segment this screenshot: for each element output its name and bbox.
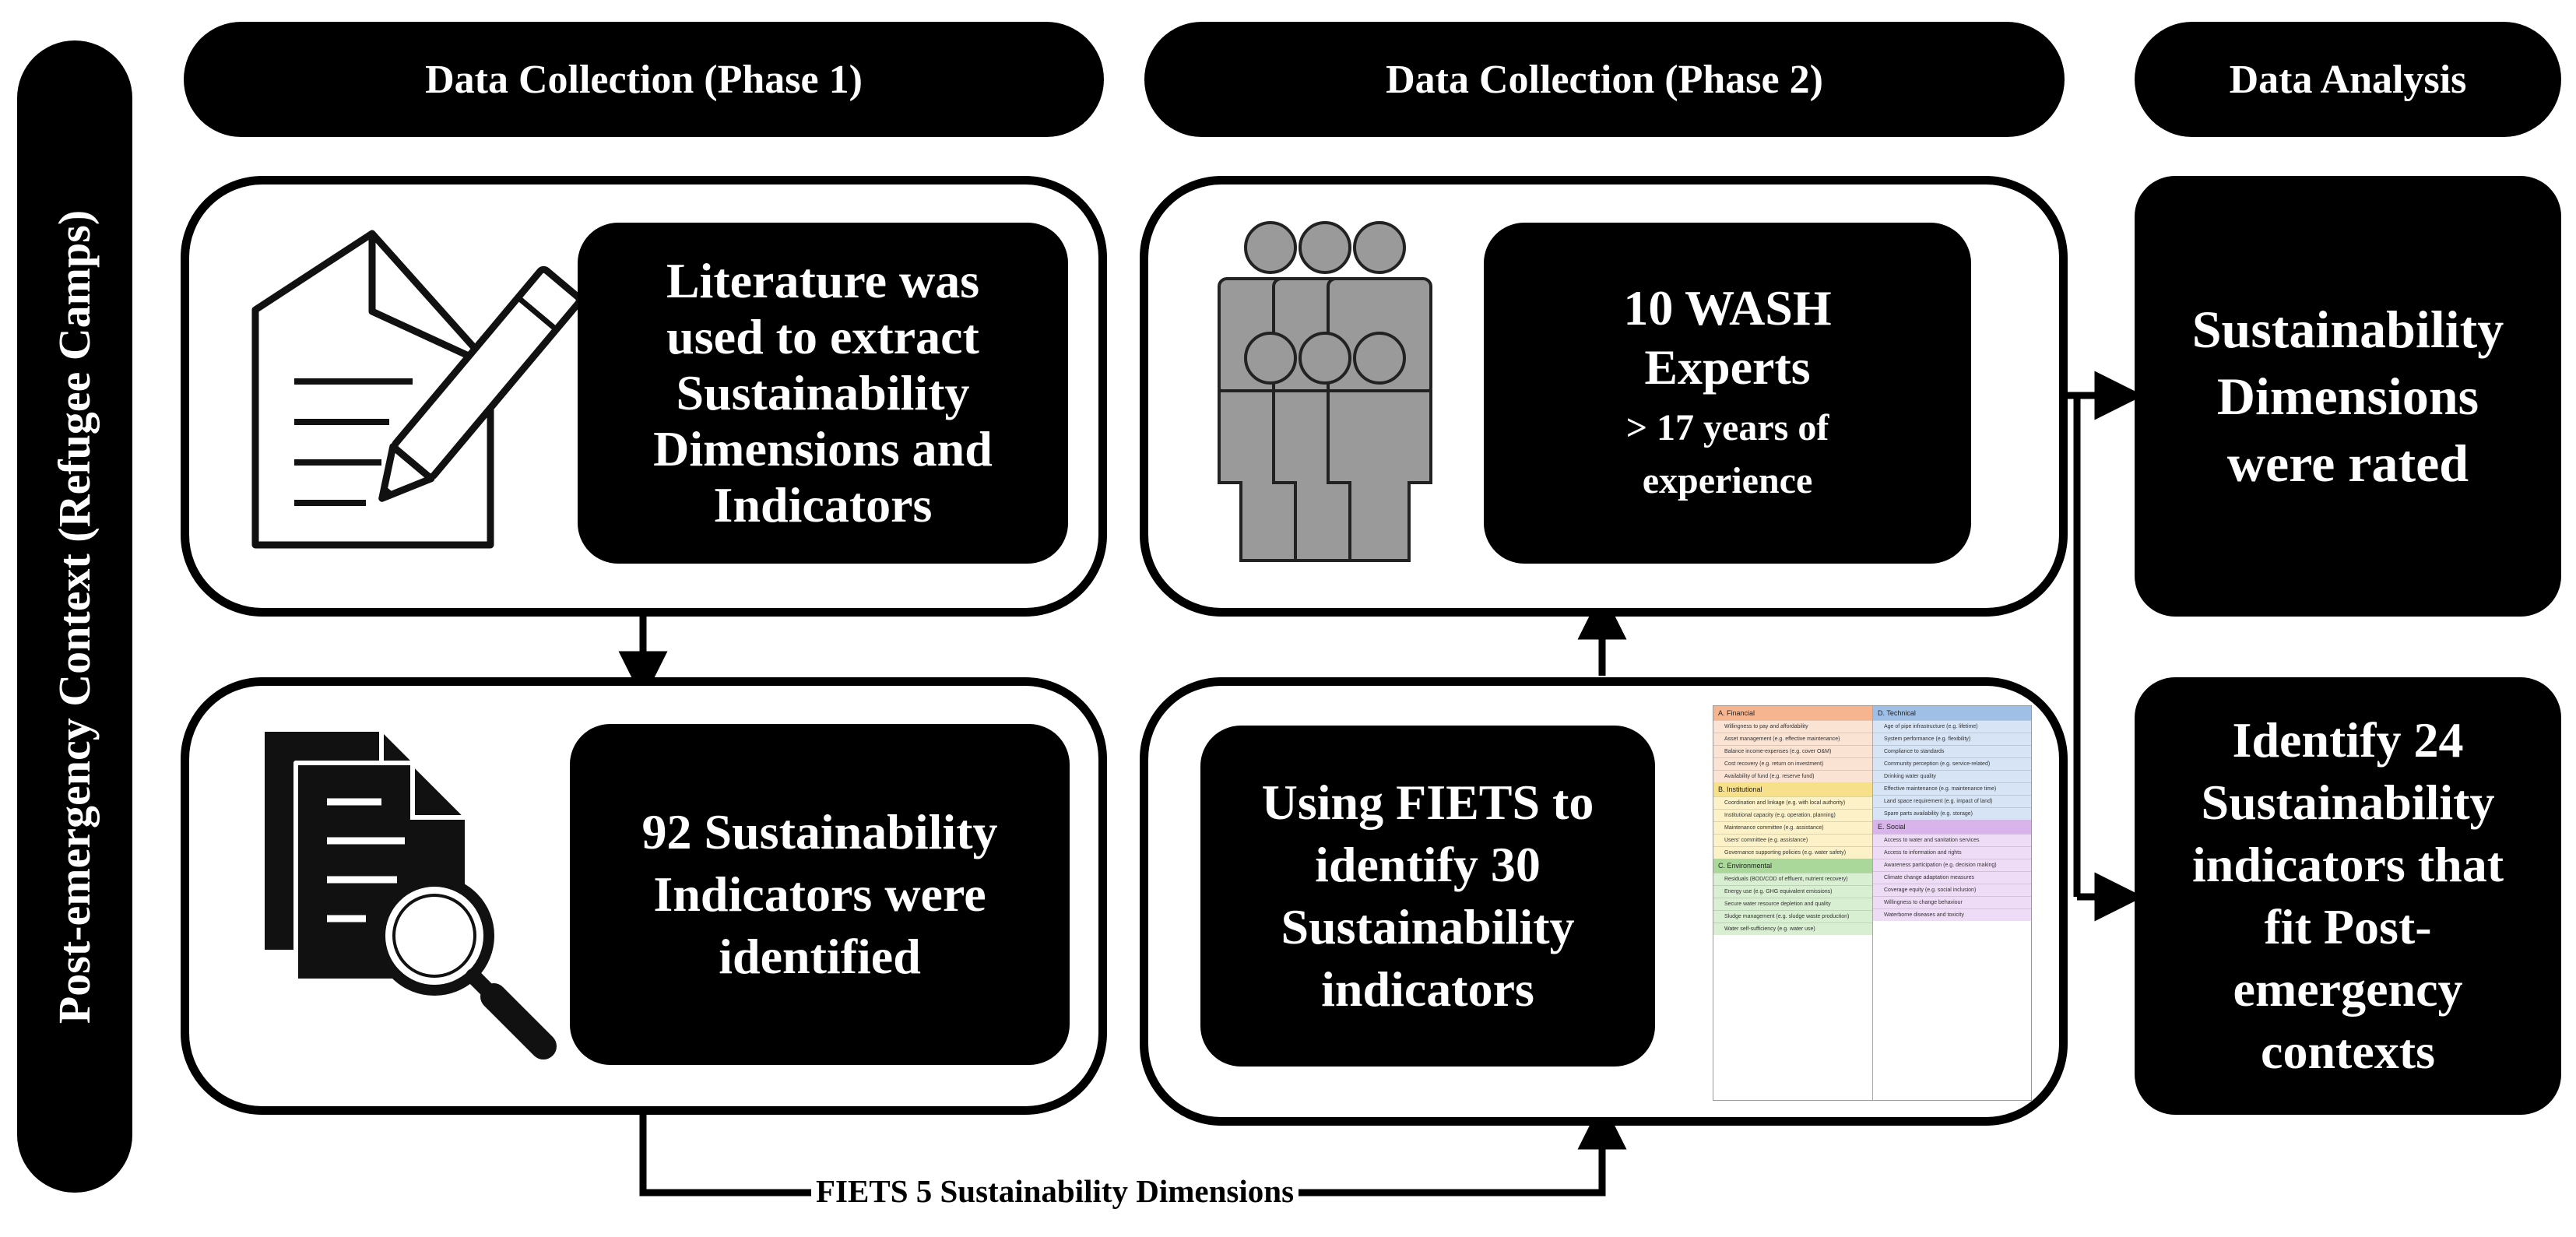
fiets-item: Willingness to pay and affordability (1713, 720, 1872, 733)
rated-line-3: were rated (2226, 434, 2469, 493)
fiets-item: Age of pipe infrastructure (e.g. lifetim… (1873, 720, 2031, 733)
fiets-item: Cost recovery (e.g. return on investment… (1713, 757, 1872, 770)
literature-line-4: Dimensions and (653, 421, 993, 476)
fiets-item: Climate change adaptation measures (1873, 871, 2031, 884)
fiets-item: Residuals (BOD/COD of effluent, nutrient… (1713, 873, 1872, 885)
fiets-item: Access to information and rights (1873, 846, 2031, 859)
fiets-head: D. Technical (1873, 706, 2031, 720)
literature-line-5: Indicators (713, 477, 933, 532)
document-search-icon (265, 732, 557, 1060)
fiets-item: Secure water resource depletion and qual… (1713, 898, 1872, 910)
document-pen-icon (251, 230, 583, 549)
fiets-item: Awareness participation (e.g. decision m… (1873, 859, 2031, 871)
header-phase1-label: Data Collection (Phase 1) (425, 57, 863, 102)
fiets-cat-c: C. Environmental Residuals (BOD/COD of e… (1713, 859, 1872, 935)
fiets-item: System performance (e.g. flexibility) (1873, 733, 2031, 745)
header-phase2-label: Data Collection (Phase 2) (1386, 57, 1823, 102)
identified-block: 92 Sustainability Indicators were identi… (570, 724, 1070, 1065)
fiets-item: Water self-sufficiency (e.g. water use) (1713, 922, 1872, 935)
header-phase1: Data Collection (Phase 1) (184, 22, 1104, 137)
fiets-item: Coverage equity (e.g. social inclusion) (1873, 884, 2031, 896)
rated-line-1: Sustainability (2191, 300, 2504, 359)
fiets-item: Spare parts availability (e.g. storage) (1873, 807, 2031, 820)
header-analysis-label: Data Analysis (2229, 57, 2467, 102)
context-sidebar: Post-emergency Context (Refugee Camps) (17, 40, 132, 1193)
identified-line-2: Indicators were (653, 866, 986, 922)
fiets-item: Energy use (e.g. GHG equivalent emission… (1713, 885, 1872, 898)
fiets-head: E. Social (1873, 820, 2031, 834)
literature-line-2: used to extract (666, 309, 979, 364)
bottom-label-text: FIETS 5 Sustainability Dimensions (816, 1173, 1295, 1209)
fiets-cat-a: A. Financial Willingness to pay and affo… (1713, 706, 1872, 782)
rated-line-2: Dimensions (2216, 367, 2479, 426)
fiets-item: Users' committee (e.g. assistance) (1713, 834, 1872, 846)
header-analysis: Data Analysis (2135, 22, 2561, 137)
fiets-item: Institutional capacity (e.g. operation, … (1713, 809, 1872, 821)
header-phase2: Data Collection (Phase 2) (1144, 22, 2065, 137)
experts-block: 10 WASH Experts > 17 years of experience (1484, 223, 1971, 564)
identify-line-3: indicators that (2192, 837, 2504, 892)
fiets-item: Coordination and linkage (e.g. with loca… (1713, 796, 1872, 809)
identify-line-2: Sustainability (2201, 775, 2495, 830)
fiets-cat-e: E. Social Access to water and sanitation… (1873, 820, 2031, 921)
fiets-item: Effective maintenance (e.g. maintenance … (1873, 782, 2031, 795)
literature-line-3: Sustainability (676, 365, 970, 420)
literature-block: Literature was used to extract Sustainab… (578, 223, 1068, 564)
fiets-item: Willingness to change behaviour (1873, 896, 2031, 908)
fiets-block: Using FIETS to identify 30 Sustainabilit… (1200, 726, 1655, 1067)
fiets-head: C. Environmental (1713, 859, 1872, 873)
fiets-item: Community perception (e.g. service-relat… (1873, 757, 2031, 770)
fiets-item: Maintenance committee (e.g. assistance) (1713, 821, 1872, 834)
experts-sub-1: > 17 years of (1625, 407, 1829, 448)
fiets-item: Availability of fund (e.g. reserve fund) (1713, 770, 1872, 782)
fiets-cat-b: B. Institutional Coordination and linkag… (1713, 782, 1872, 859)
fiets-item: Waterborne diseases and toxicity (1873, 908, 2031, 921)
identify-line-5: emergency (2233, 961, 2463, 1017)
fiets-right-column: D. Technical Age of pipe infrastructure … (1873, 706, 2031, 1100)
experts-line-2: Experts (1644, 339, 1811, 395)
fiets-item: Drinking water quality (1873, 770, 2031, 782)
fiets-item: Sludge management (e.g. sludge waste pro… (1713, 910, 1872, 922)
identify-block: Identify 24 Sustainability indicators th… (2135, 677, 2561, 1115)
fiets-cat-d: D. Technical Age of pipe infrastructure … (1873, 706, 2031, 820)
fiets-item: Land space requirement (e.g. impact of l… (1873, 795, 2031, 807)
literature-line-1: Literature was (666, 253, 980, 308)
fiets-item: Compliance to standards (1873, 745, 2031, 757)
fiets-head: B. Institutional (1713, 782, 1872, 796)
identify-line-1: Identify 24 (2232, 712, 2464, 768)
experts-group-icon (1218, 221, 1432, 562)
experts-line-1: 10 WASH (1623, 280, 1832, 336)
fiets-table-thumbnail: A. Financial Willingness to pay and affo… (1713, 705, 2032, 1101)
identify-line-6: contexts (2261, 1024, 2435, 1079)
fiets-head: A. Financial (1713, 706, 1872, 720)
fiets-line-3: Sustainability (1281, 899, 1575, 954)
identified-line-3: identified (719, 929, 921, 984)
experts-sub-2: experience (1642, 460, 1813, 501)
fiets-item: Balance income-expenses (e.g. cover O&M) (1713, 745, 1872, 757)
fiets-line-4: indicators (1321, 961, 1534, 1017)
fiets-item: Access to water and sanitation services (1873, 834, 2031, 846)
fiets-item: Governance supporting policies (e.g. wat… (1713, 846, 1872, 859)
fiets-line-1: Using FIETS to (1261, 775, 1594, 830)
bottom-label: FIETS 5 Sustainability Dimensions (811, 1172, 1299, 1210)
identified-line-1: 92 Sustainability (641, 804, 998, 859)
fiets-item: Asset management (e.g. effective mainten… (1713, 733, 1872, 745)
fiets-left-column: A. Financial Willingness to pay and affo… (1713, 706, 1873, 1100)
identify-line-4: fit Post- (2264, 899, 2432, 954)
fiets-line-2: identify 30 (1315, 837, 1541, 892)
rated-block: Sustainability Dimensions were rated (2135, 176, 2561, 617)
